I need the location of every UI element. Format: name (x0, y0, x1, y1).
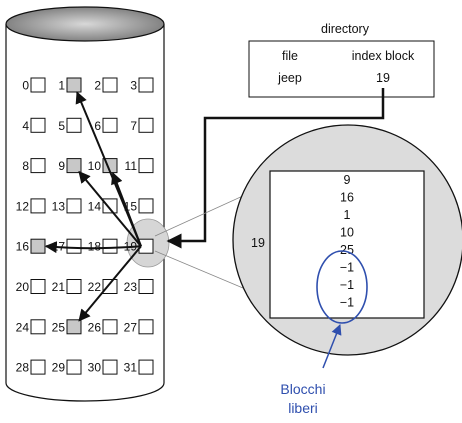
block-number-22: 22 (88, 280, 102, 294)
block-2 (102, 77, 118, 93)
block-number-24: 24 (16, 320, 30, 334)
pointer-arrow-to-9 (78, 170, 142, 247)
index-pointer-arrows (44, 91, 142, 322)
index-entry: −1 (340, 261, 354, 275)
annotation-line1: Blocchi (280, 381, 325, 397)
block-14 (102, 198, 118, 214)
block-29 (66, 359, 82, 375)
block-1 (66, 77, 82, 93)
block-number-29: 29 (52, 361, 66, 375)
index-block-box (269, 170, 425, 319)
index-entry: 16 (340, 191, 354, 205)
block-27 (138, 319, 154, 335)
block-number-27: 27 (124, 320, 138, 334)
block-12 (30, 198, 46, 214)
block-11 (138, 158, 154, 174)
block-number-1: 1 (58, 79, 65, 93)
directory-row-file: jeep (277, 71, 302, 85)
block-number-20: 20 (16, 280, 30, 294)
block-number-11: 11 (125, 159, 138, 173)
index-entry: 1 (344, 208, 351, 222)
block-20 (30, 279, 46, 294)
block-7 (138, 117, 154, 133)
block-number-10: 10 (88, 159, 102, 173)
block-number-6: 6 (94, 119, 101, 133)
pointer-arrow-to-25 (78, 245, 142, 322)
block-number-31: 31 (124, 361, 138, 375)
block-22 (102, 279, 118, 294)
block-30 (102, 359, 118, 375)
block-number-12: 12 (16, 199, 30, 213)
disk-top (5, 6, 165, 42)
directory-to-block-arrow (166, 88, 385, 249)
block-number-4: 4 (22, 119, 29, 133)
block-number-16: 16 (16, 240, 30, 254)
block-number-8: 8 (22, 159, 29, 173)
directory-table: directory file index block jeep 19 (248, 22, 435, 98)
block-5 (66, 117, 82, 133)
free-blocks-ellipse (316, 250, 368, 324)
block-23 (138, 279, 154, 294)
free-blocks-arrow (322, 324, 342, 369)
block-21 (66, 279, 82, 294)
directory-col-file: file (282, 49, 298, 63)
block-number-2: 2 (94, 79, 101, 93)
index-entry: 10 (340, 226, 354, 240)
block-9 (66, 158, 82, 174)
block-0 (30, 77, 46, 93)
block-16 (30, 238, 46, 254)
block-28 (30, 359, 46, 375)
block-number-9: 9 (58, 159, 65, 173)
block-19 (138, 238, 154, 254)
block-8 (30, 158, 46, 174)
block-18 (102, 238, 118, 254)
directory-title: directory (321, 22, 370, 36)
pointer-arrow-to-16 (44, 241, 142, 254)
index-block-label: 19 (251, 236, 265, 250)
block-24 (30, 319, 46, 335)
pointer-arrow-to-10 (111, 171, 142, 247)
block-number-28: 28 (16, 361, 30, 375)
directory-row-index-block: 19 (376, 71, 390, 85)
annotation-line2: liberi (288, 400, 318, 416)
block-number-26: 26 (88, 320, 102, 334)
block-number-30: 30 (88, 361, 102, 375)
block-number-13: 13 (52, 199, 66, 213)
block-number-18: 18 (88, 240, 102, 254)
block-31 (138, 359, 154, 375)
block-13 (66, 198, 82, 214)
block-25 (66, 319, 82, 335)
block-17 (66, 238, 82, 254)
block-6 (102, 117, 118, 133)
block-number-7: 7 (130, 119, 137, 133)
directory-col-index-block: index block (352, 49, 415, 63)
index-entry: −1 (340, 278, 354, 292)
block-number-25: 25 (52, 320, 66, 334)
block-number-5: 5 (58, 119, 65, 133)
block-number-3: 3 (130, 79, 137, 93)
directory-box (248, 40, 435, 98)
block-3 (138, 77, 154, 93)
index-entry: 9 (344, 173, 351, 187)
index-entry: −1 (340, 296, 354, 310)
block-number-14: 14 (88, 199, 102, 213)
block-15 (138, 198, 154, 214)
block-number-0: 0 (22, 79, 29, 93)
block-number-21: 21 (52, 280, 66, 294)
block-number-23: 23 (124, 280, 138, 294)
index-entry: 25 (340, 243, 354, 257)
block-26 (102, 319, 118, 335)
index-block-entries: 9 16 1 10 25 −1 −1 −1 (340, 173, 354, 310)
block-4 (30, 117, 46, 133)
